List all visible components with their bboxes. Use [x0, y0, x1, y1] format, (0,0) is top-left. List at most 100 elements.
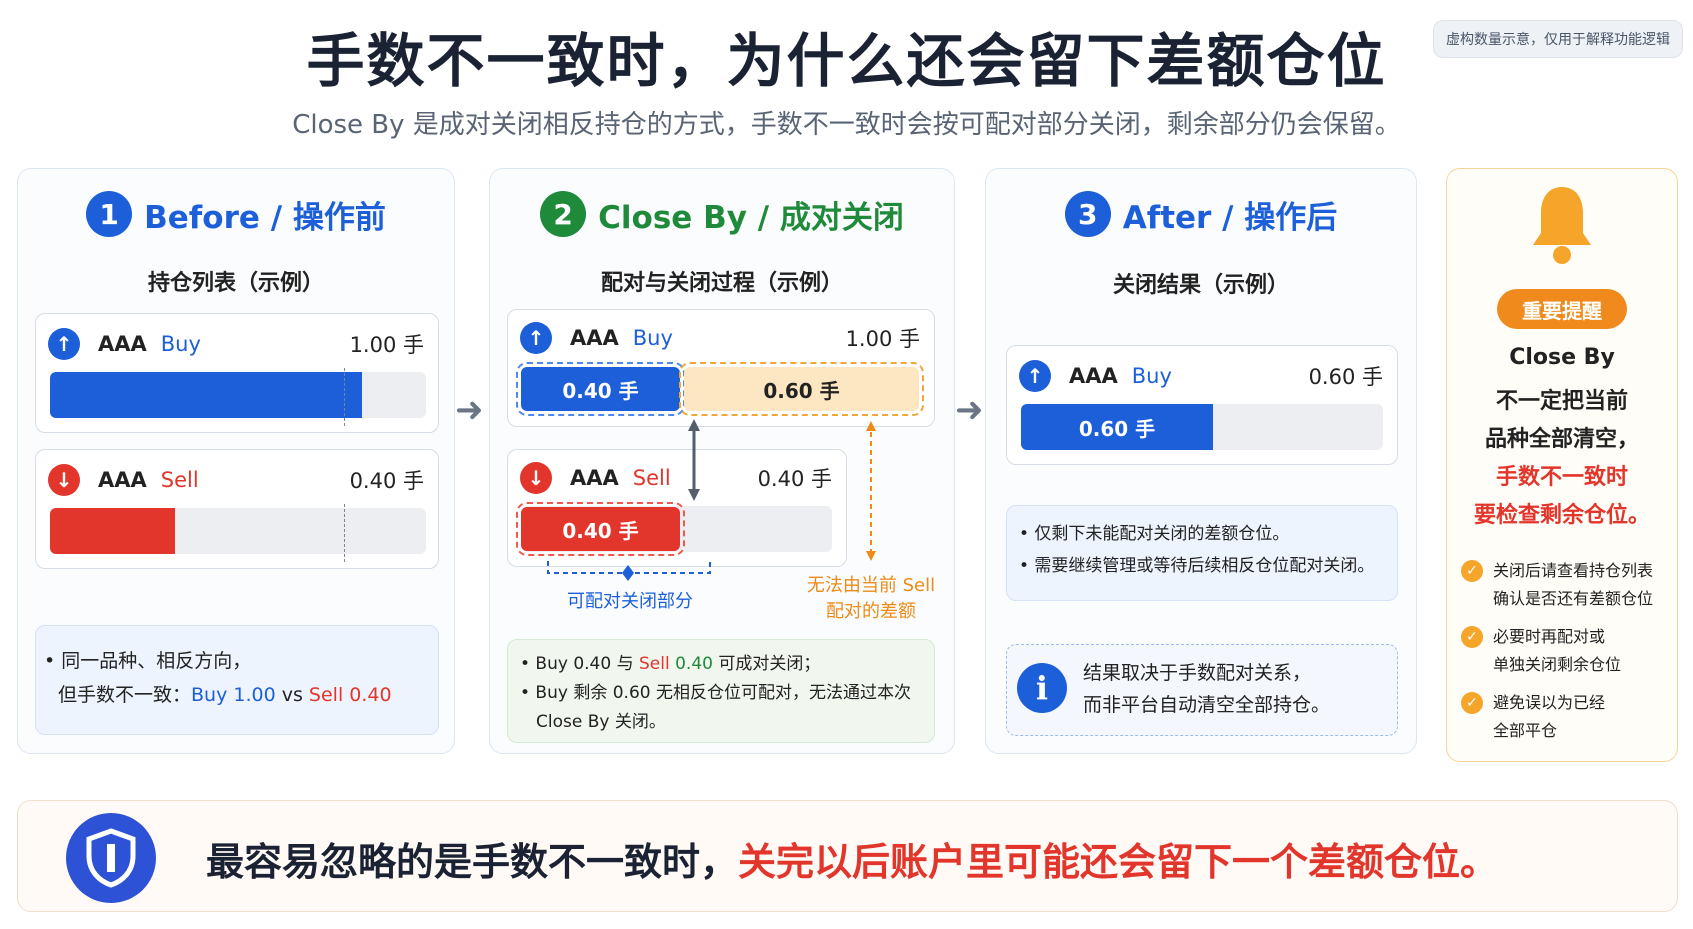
check-icon: ✓ — [1461, 560, 1483, 582]
check-icon: ✓ — [1461, 692, 1483, 714]
lots-bar-fill — [50, 508, 175, 554]
symbol-label: AAA — [98, 468, 147, 492]
side-label: Buy — [160, 332, 201, 356]
arrow-up-icon: ↑ — [520, 322, 552, 354]
arrow-down-icon: ↓ — [48, 464, 80, 496]
step3-panel: 3 After / 操作后 关闭结果（示例） ↑ AAA Buy 0.60 手 … — [985, 168, 1417, 754]
step3-label: After / 操作后 — [1122, 199, 1338, 236]
reminder-panel: 重要提醒 Close By 不一定把当前 品种全部清空， 手数不一致时 要检查剩… — [1446, 168, 1678, 762]
arrow-up-icon: ↑ — [48, 328, 80, 360]
step2-note: • Buy 0.40 与 Sell 0.40 可成对关闭； • Buy 剩余 0… — [507, 639, 935, 743]
step1-panel: 1 Before / 操作前 持仓列表（示例） ↑ AAA Buy 1.00 手… — [17, 168, 455, 754]
unmatched-caption-line1: 无法由当前 Sell — [806, 575, 936, 596]
step1-note: • 同一品种、相反方向， 但手数不一致：Buy 1.00 vs Sell 0.4… — [35, 625, 439, 735]
note-vs: vs — [275, 684, 309, 706]
check-icon: ✓ — [1461, 626, 1483, 648]
position-card-buy: ↑ AAA Buy 0.60 手 0.60 手 — [1006, 345, 1398, 465]
note-text: • Buy 0.40 与 — [520, 654, 639, 674]
note-text: 但手数不一致： — [58, 684, 192, 706]
check-line: 单独关闭剩余仓位 — [1493, 655, 1622, 674]
matched-caption: 可配对关闭部分 — [567, 591, 693, 612]
checklist-item: ✓ 必要时再配对或单独关闭剩余仓位 — [1461, 623, 1669, 679]
note-line: 但手数不一致：Buy 1.00 vs Sell 0.40 — [44, 678, 426, 712]
side-label: Buy — [1131, 364, 1172, 388]
step2-number: 2 — [540, 191, 587, 237]
lots-bar-fill: 0.60 手 — [1021, 404, 1213, 450]
unmatched-arrow-down — [866, 551, 876, 561]
arrow-right-icon: ➜ — [455, 390, 484, 430]
note-buy: Buy 1.00 — [191, 684, 276, 706]
step3-number: 3 — [1064, 191, 1111, 237]
reminder-line-red: 要检查剩余仓位。 — [1473, 503, 1650, 528]
shield-icon — [66, 813, 156, 903]
lots-label: 0.60 手 — [1308, 365, 1383, 389]
step2-panel: 2 Close By / 成对关闭 配对与关闭过程（示例） ↑ AAA Buy … — [489, 168, 955, 754]
matched-marker — [622, 565, 634, 581]
check-line: 全部平仓 — [1493, 721, 1558, 740]
step1-number: 1 — [86, 191, 133, 237]
note-line: • 同一品种、相反方向， — [44, 650, 252, 672]
position-card-sell: ↓ AAA Sell 0.40 手 — [35, 449, 439, 569]
side-label: Sell — [160, 468, 199, 492]
step3-subtitle: 关闭结果（示例） — [1112, 273, 1289, 298]
unmatched-caption-line2: 配对的差额 — [826, 601, 916, 622]
symbol-label: AAA — [1069, 364, 1118, 388]
info-line: 结果取决于手数配对关系， — [1083, 662, 1312, 684]
lots-label: 0.40 手 — [349, 469, 424, 493]
bottom-prefix: 最容易忽略的是手数不一致时， — [206, 840, 739, 884]
bullet-item: • 仅剩下未能配对关闭的差额仓位。 — [1019, 524, 1290, 544]
reminder-line: 品种全部清空， — [1484, 427, 1639, 452]
lots-bar-track: 0.60 手 — [1021, 404, 1383, 450]
step1-label: Before / 操作前 — [144, 199, 386, 236]
symbol-label: AAA — [570, 466, 619, 490]
note-qty: 0.40 — [669, 654, 713, 674]
page-title: 手数不一致时，为什么还会留下差额仓位 — [306, 27, 1387, 95]
checklist-item: ✓ 关闭后请查看持仓列表确认是否还有差额仓位 — [1461, 557, 1669, 613]
step2-subtitle: 配对与关闭过程（示例） — [600, 271, 843, 296]
note-text: 可成对关闭； — [712, 654, 821, 674]
step3-header: 3 After / 操作后 — [986, 191, 1416, 237]
side-label: Sell — [632, 466, 671, 490]
disclaimer-badge: 虚构数量示意，仅用于解释功能逻辑 — [1433, 20, 1683, 58]
lots-bar-fill — [50, 372, 363, 418]
bullet-item: • 需要继续管理或等待后续相反仓位配对关闭。 — [1019, 556, 1375, 576]
reminder-pill: 重要提醒 — [1497, 289, 1627, 329]
lots-label: 0.40 手 — [757, 467, 832, 491]
step1-header: 1 Before / 操作前 — [18, 191, 454, 237]
check-line: 确认是否还有差额仓位 — [1493, 589, 1654, 608]
divider-line — [344, 368, 345, 426]
unmatched-segment: 0.60 手 — [679, 362, 924, 416]
lots-label: 1.00 手 — [349, 333, 424, 357]
matched-segment: 0.40 手 — [516, 362, 685, 416]
info-text: 结果取决于手数配对关系， 而非平台自动清空全部持仓。 — [1083, 657, 1330, 721]
matched-segment: 0.40 手 — [516, 502, 685, 556]
arrow-right-icon: ➜ — [955, 390, 984, 430]
symbol-label: AAA — [98, 332, 147, 356]
lots-bar-track — [50, 508, 426, 554]
reminder-line-red: 手数不一致时 — [1495, 465, 1628, 490]
lots-label: 1.00 手 — [845, 327, 920, 351]
note-sell: Sell — [639, 654, 670, 674]
check-line: 关闭后请查看持仓列表 — [1493, 561, 1654, 580]
note-line: • Buy 0.40 与 Sell 0.40 可成对关闭； — [520, 650, 924, 679]
step2-header: 2 Close By / 成对关闭 — [490, 191, 954, 237]
lots-bar-track — [50, 372, 426, 418]
bottom-highlight: 关完以后账户里可能还会留下一个差额仓位。 — [738, 840, 1499, 884]
note-line: Close By 关闭。 — [536, 712, 666, 732]
reminder-line: Close By — [1509, 345, 1615, 370]
info-line: 而非平台自动清空全部持仓。 — [1083, 694, 1331, 716]
check-line: 必要时再配对或 — [1493, 627, 1606, 646]
side-label: Buy — [632, 326, 673, 350]
step3-bullets: • 仅剩下未能配对关闭的差额仓位。 • 需要继续管理或等待后续相反仓位配对关闭。 — [1006, 505, 1398, 601]
bell-icon — [1447, 183, 1677, 267]
bottom-banner: 最容易忽略的是手数不一致时，关完以后账户里可能还会留下一个差额仓位。 — [17, 800, 1678, 912]
step3-info: i 结果取决于手数配对关系， 而非平台自动清空全部持仓。 — [1006, 644, 1398, 736]
bottom-message: 最容易忽略的是手数不一致时，关完以后账户里可能还会留下一个差额仓位。 — [206, 831, 1498, 886]
page-subtitle: Close By 是成对关闭相反持仓的方式，手数不一致时会按可配对部分关闭，剩余… — [292, 110, 1401, 140]
position-card-buy: ↑ AAA Buy 1.00 手 — [35, 313, 439, 433]
checklist-item: ✓ 避免误以为已经全部平仓 — [1461, 689, 1669, 745]
step2-label: Close By / 成对关闭 — [598, 199, 904, 236]
symbol-label: AAA — [570, 326, 619, 350]
note-line: • Buy 剩余 0.60 无相反仓位可配对，无法通过本次 — [520, 683, 911, 703]
reminder-line: 不一定把当前 — [1495, 389, 1628, 414]
